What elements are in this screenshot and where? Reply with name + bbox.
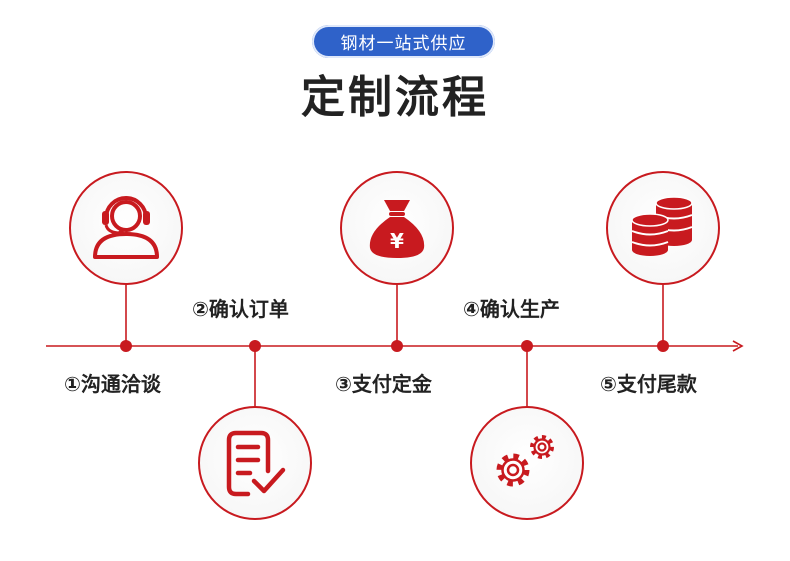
step-4-badge — [470, 406, 584, 520]
step-2-badge — [198, 406, 312, 520]
gears-icon — [496, 435, 554, 487]
timeline-arrow — [732, 340, 744, 352]
page-title: 定制流程 — [301, 72, 489, 123]
step-3-label: ③支付定金 — [335, 372, 432, 396]
svg-text:¥: ¥ — [390, 229, 404, 253]
step-4-label: ④确认生产 — [463, 297, 560, 321]
money-bag-yuan-icon: ¥ — [369, 200, 425, 258]
step-1-label: ①沟通洽谈 — [64, 372, 161, 396]
coin-stack-icon — [631, 196, 693, 256]
timeline-dot-1 — [120, 340, 132, 352]
step-1-badge — [69, 171, 183, 285]
step-5-label: ⑤支付尾款 — [600, 372, 697, 396]
header-tag: 钢材一站式供应 — [312, 25, 495, 58]
step-5-badge — [606, 171, 720, 285]
timeline-dot-4 — [521, 340, 533, 352]
timeline-dot-5 — [657, 340, 669, 352]
customer-service-headset-icon — [93, 196, 159, 259]
order-document-check-icon — [226, 430, 286, 497]
step-3-badge: ¥ — [340, 171, 454, 285]
timeline-dot-3 — [391, 340, 403, 352]
step-2-label: ②确认订单 — [192, 297, 289, 321]
timeline-dot-2 — [249, 340, 261, 352]
